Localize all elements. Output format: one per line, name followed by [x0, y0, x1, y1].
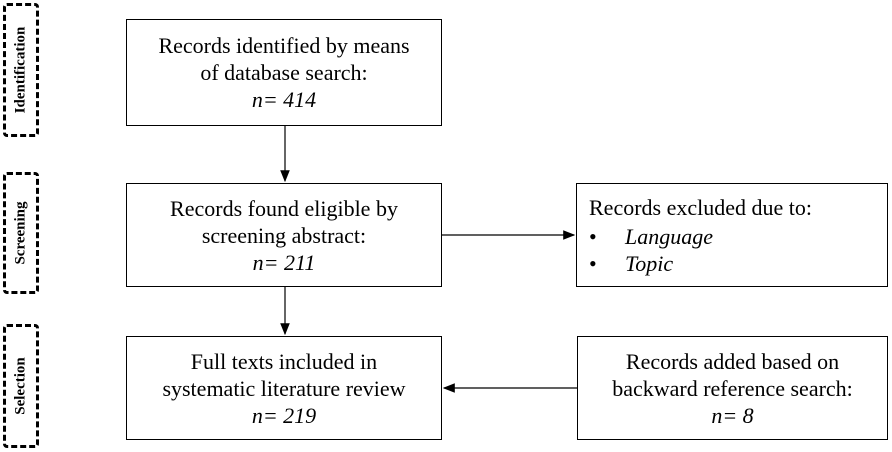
- excluded-reason-topic: Topic: [625, 250, 674, 276]
- box-line: Records added based on: [625, 348, 840, 374]
- box-count: n= 219: [251, 402, 317, 428]
- box-title: Records excluded due to:: [589, 194, 812, 220]
- box-count: n= 8: [711, 402, 754, 428]
- box-line: Records found eligible by: [170, 195, 398, 221]
- list-item: • Topic: [589, 250, 887, 277]
- stage-label-selection: Selection: [3, 324, 39, 448]
- bullet-icon: •: [589, 250, 597, 276]
- stage-label-screening: Screening: [3, 172, 39, 294]
- list-item: • Language: [589, 223, 887, 250]
- box-records-eligible: Records found eligible by screening abst…: [126, 183, 442, 287]
- box-line: systematic literature review: [162, 375, 406, 401]
- excluded-reason-language: Language: [625, 223, 713, 249]
- box-line: of database search:: [200, 60, 368, 85]
- box-count: n= 414: [251, 87, 317, 112]
- stage-label-identification: Identification: [3, 3, 39, 137]
- box-count: n= 211: [252, 249, 316, 275]
- box-full-texts-included: Full texts included in systematic litera…: [126, 336, 442, 440]
- box-records-identified: Records identified by means of database …: [126, 19, 442, 126]
- box-line: Records identified by means: [158, 33, 410, 58]
- box-records-excluded: Records excluded due to: • Language • To…: [576, 183, 888, 287]
- box-line: screening abstract:: [201, 222, 367, 248]
- box-records-added: Records added based on backward referenc…: [577, 336, 888, 440]
- box-line: Full texts included in: [190, 348, 378, 374]
- bullet-icon: •: [589, 223, 597, 249]
- box-line: backward reference search:: [612, 375, 853, 401]
